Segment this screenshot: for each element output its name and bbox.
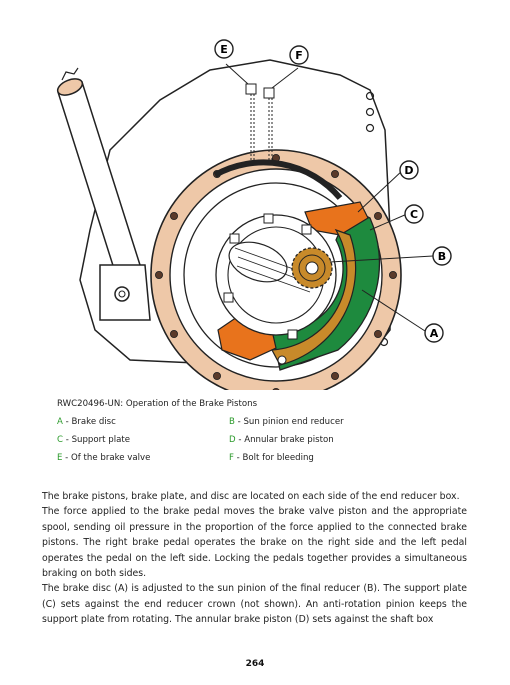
svg-text:F: F [295, 49, 303, 62]
svg-text:D: D [404, 164, 413, 177]
brake-piston-diagram: E F D C B A [40, 30, 470, 390]
paragraph: The brake disc (A) is adjusted to the su… [42, 583, 467, 626]
sun-pinion [291, 247, 333, 289]
svg-text:E: E [220, 43, 228, 56]
legend-item-a: A - Brake disc [57, 417, 116, 427]
figure-caption: RWC20496-UN: Operation of the Brake Pist… [57, 399, 457, 471]
brake-valve-fittings [245, 83, 275, 165]
page-number: 264 [245, 659, 265, 669]
body-text: The brake pistons, brake plate, and disc… [42, 489, 467, 628]
svg-text:B: B [438, 250, 446, 263]
legend-row: E - Of the brake valve F - Bolt for blee… [57, 453, 457, 463]
splined-shaft [228, 241, 313, 293]
callout-b: B [432, 246, 452, 266]
legend-item-c: C - Support plate [57, 435, 131, 445]
brake-disc [271, 228, 357, 366]
axle-tube [56, 67, 141, 277]
legend-row: A - Brake disc B - Sun pinion end reduce… [57, 417, 457, 427]
callout-f: F [289, 45, 309, 65]
callout-d: D [399, 160, 419, 180]
brake-seal [213, 159, 343, 200]
caption-title: RWC20496-UN: Operation of the Brake Pist… [57, 399, 258, 409]
paragraph: The brake pistons, brake plate, and disc… [42, 491, 460, 502]
legend-item-d: D - Annular brake piston [229, 435, 334, 445]
callout-c: C [404, 204, 424, 224]
callout-a: A [424, 323, 444, 343]
legend-item-b: B - Sun pinion end reducer [229, 417, 344, 427]
svg-text:A: A [430, 327, 439, 340]
legend-item-f: F - Bolt for bleeding [229, 453, 314, 463]
callout-e: E [214, 39, 234, 59]
legend-row: C - Support plate D - Annular brake pist… [57, 435, 457, 445]
legend-item-e: E - Of the brake valve [57, 453, 151, 463]
paragraph: The force applied to the brake pedal mov… [42, 506, 467, 580]
svg-text:C: C [410, 208, 418, 221]
brake-piston-illustration: E F D C B A [56, 39, 452, 390]
